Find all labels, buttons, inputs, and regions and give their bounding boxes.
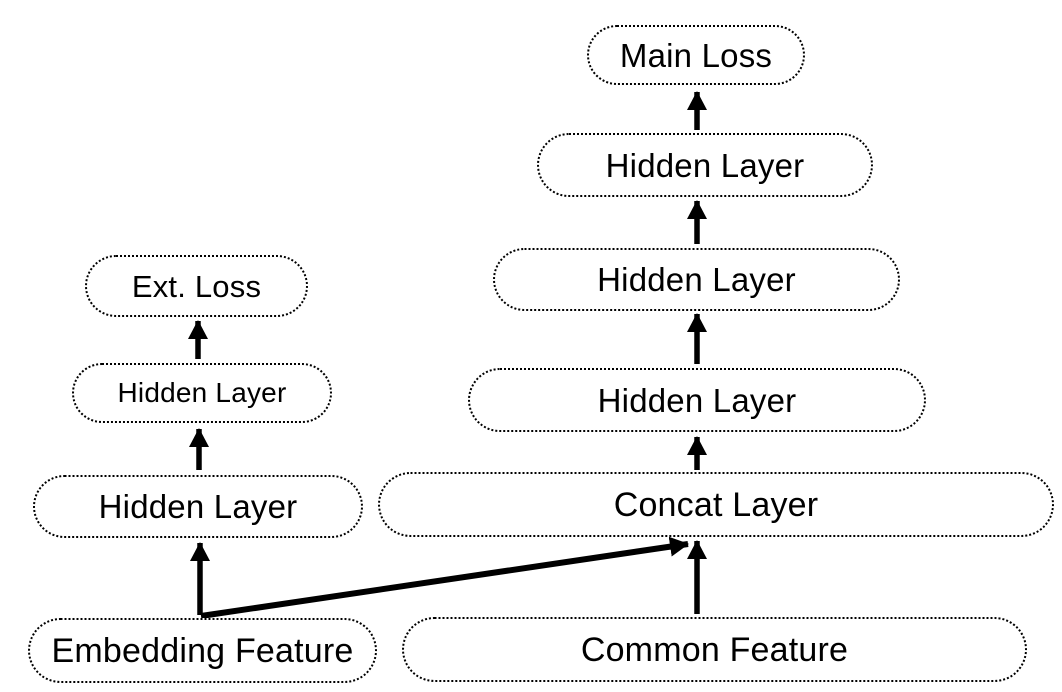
node-embedding-feature: Embedding Feature xyxy=(28,618,377,683)
node-hidden-layer-right-3: Hidden Layer xyxy=(468,368,926,432)
node-concat-layer: Concat Layer xyxy=(378,472,1054,537)
node-hidden-layer-left-1: Hidden Layer xyxy=(72,363,332,423)
node-main-loss: Main Loss xyxy=(587,25,805,85)
edge-embedding-feature-to-concat-layer xyxy=(200,536,689,619)
node-common-feature: Common Feature xyxy=(402,617,1027,682)
node-hidden-layer-left-2: Hidden Layer xyxy=(33,475,363,538)
node-hidden-layer-right-1: Hidden Layer xyxy=(537,133,873,197)
node-hidden-layer-right-2: Hidden Layer xyxy=(493,248,900,311)
node-ext-loss: Ext. Loss xyxy=(85,255,308,317)
